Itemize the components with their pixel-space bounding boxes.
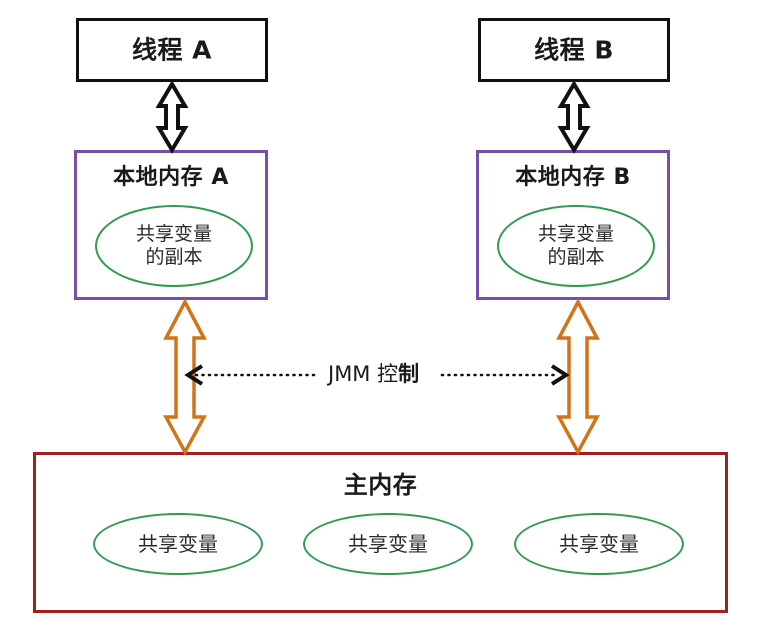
thread-b-box: 线程 B [478, 18, 670, 82]
local-memory-a-variable-copy-ellipse: 共享变量 的副本 [95, 205, 253, 287]
jmm-control-label: JMM 控制 [322, 362, 426, 386]
local-memory-b-box: 本地内存 B 共享变量 的副本 [476, 150, 670, 300]
local-memory-b-variable-copy-ellipse: 共享变量 的副本 [497, 205, 655, 287]
main-memory-box: 主内存 共享变量 共享变量 共享变量 [33, 452, 728, 613]
main-memory-shared-variable-2-text: 共享变量 [348, 531, 428, 556]
main-memory-shared-variable-3-text: 共享变量 [559, 531, 639, 556]
main-memory-shared-variable-3: 共享变量 [514, 513, 684, 575]
main-memory-shared-variable-2: 共享变量 [303, 513, 473, 575]
thread-a-box: 线程 A [76, 18, 268, 82]
thread-b-to-local-memory-b-arrow [557, 80, 591, 154]
main-memory-label: 主内存 [343, 471, 418, 499]
thread-b-label: 线程 B [534, 35, 614, 65]
jmm-control-label-prefix: JMM [328, 362, 378, 386]
local-memory-a-variable-copy-text: 共享变量 的副本 [135, 222, 212, 268]
local-memory-b-to-main-memory-arrow [556, 298, 600, 456]
jmm-control-label-plain: 控 [377, 362, 399, 386]
local-memory-a-label: 本地内存 A [113, 165, 229, 190]
local-memory-b-variable-copy-text: 共享变量 的副本 [537, 222, 614, 268]
thread-a-label: 线程 A [131, 35, 213, 65]
thread-a-to-local-memory-a-arrow [155, 80, 189, 154]
local-memory-a-box: 本地内存 A 共享变量 的副本 [74, 150, 268, 300]
local-memory-a-to-main-memory-arrow [163, 298, 207, 456]
jmm-control-label-bold: 制 [398, 362, 420, 386]
main-memory-shared-variable-1-text: 共享变量 [138, 531, 218, 556]
main-memory-shared-variable-1: 共享变量 [93, 513, 263, 575]
local-memory-b-label: 本地内存 B [515, 165, 631, 190]
